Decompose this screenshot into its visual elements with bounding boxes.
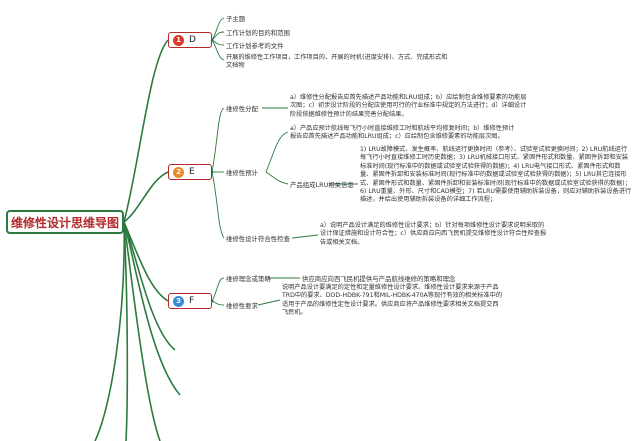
priority-1-icon: 1 bbox=[173, 34, 184, 46]
priority-2-icon: 2 bbox=[173, 166, 184, 178]
subtopic-note[interactable]: a）产品应预计航线每飞行小时直接维修工时和航线平均修复时间；b）维修性预计报告应… bbox=[290, 125, 515, 141]
branch-node-f[interactable]: 3 F bbox=[168, 293, 212, 309]
root-node[interactable]: 维修性设计思维导图 bbox=[6, 210, 124, 234]
subtopic-compliance-check[interactable]: 维修性设计符合性检查 bbox=[226, 235, 290, 243]
topic-item[interactable]: 开展的维修性工作项目，工作项目的、开展的时机(进度安排)、方式、完成形式和文档物 bbox=[226, 54, 448, 70]
root-title: 维修性设计思维导图 bbox=[10, 215, 119, 230]
topic-item[interactable]: 工作计划的目的和范围 bbox=[226, 29, 290, 37]
subtopic-note[interactable]: 供应商应向西飞民机提供与产品航线维修的策略和理念 bbox=[302, 275, 456, 283]
subtopic-lru-info[interactable]: 产品组成LRU相关信息 bbox=[290, 181, 354, 189]
topic-item[interactable]: 工作计划参考的文件 bbox=[226, 42, 284, 50]
subtopic-maintenance-strategy[interactable]: 维修理念或策略 bbox=[226, 275, 271, 283]
subtopic-note[interactable]: a）维修性分配报告应首先描述产品功能和LRU组成；b）应绘制包含维修要素的功能层… bbox=[290, 94, 527, 118]
subtopic-maintainability-allocation[interactable]: 维修性分配 bbox=[226, 105, 258, 113]
subtopic-maintainability-prediction[interactable]: 维修性预计 bbox=[226, 169, 258, 177]
branch-label: D bbox=[189, 35, 196, 45]
branch-label: F bbox=[189, 296, 195, 306]
topic-item[interactable]: 子主题 bbox=[226, 15, 246, 23]
subtopic-note[interactable]: 说明产品设计要满足的定性和定量维修性设计要求。维修性设计要求来源于产品TRD中的… bbox=[282, 284, 503, 317]
subtopic-note[interactable]: a）说明产品设计满足的维修性设计要求；b）针对每项维修性设计要求说明采取的设计保… bbox=[320, 222, 547, 246]
subtopic-maintainability-requirements[interactable]: 维修性要求 bbox=[226, 302, 258, 310]
priority-3-icon: 3 bbox=[173, 295, 184, 307]
subtopic-note[interactable]: 1) LRU故障模式、发生概率、航线运行更换时间（参考）、试验室试验更换时间；2… bbox=[360, 146, 632, 204]
branch-node-e[interactable]: 2 E bbox=[168, 164, 212, 180]
branch-node-d[interactable]: 1 D bbox=[168, 32, 212, 48]
branch-label: E bbox=[189, 167, 195, 177]
